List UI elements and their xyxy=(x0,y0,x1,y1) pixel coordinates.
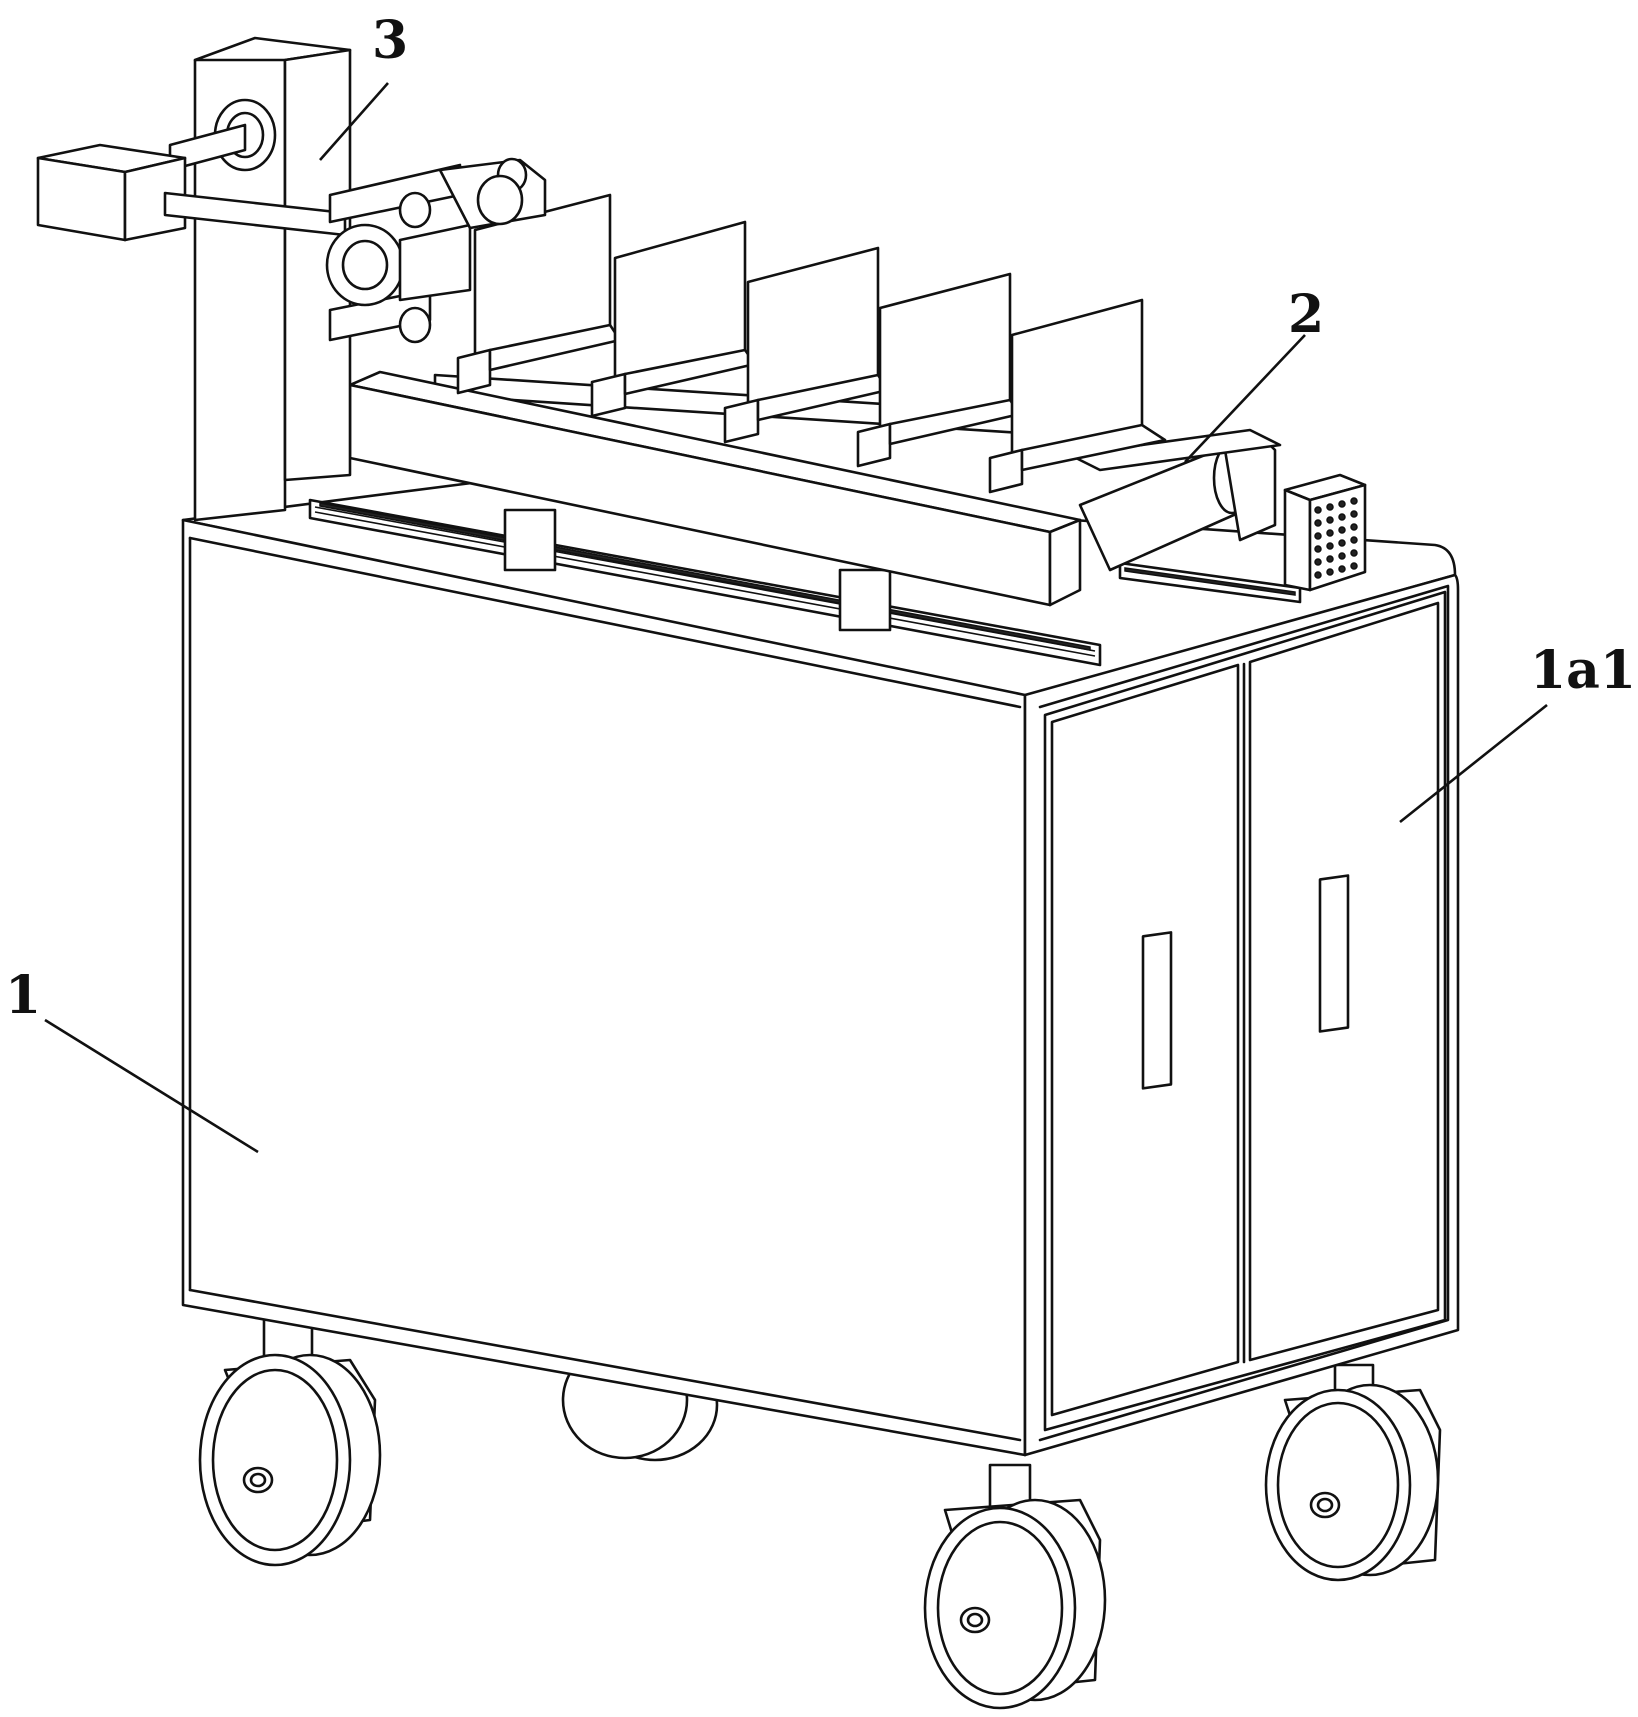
perforation-hole xyxy=(1326,542,1334,550)
perforation-hole xyxy=(1314,558,1322,566)
label-cabinet-door: 1a1 xyxy=(1530,640,1636,701)
perforation-hole xyxy=(1314,532,1322,540)
perforation-hole xyxy=(1326,529,1334,537)
perforation-hole xyxy=(1314,519,1322,527)
label-clamp-mechanism: 3 xyxy=(372,10,408,71)
cabinet-doors xyxy=(1043,590,1447,1432)
perforation-hole xyxy=(1314,571,1322,579)
perforation-hole xyxy=(1350,523,1358,531)
perforation-hole xyxy=(1338,552,1346,560)
perforation-hole xyxy=(1350,549,1358,557)
perforation-hole xyxy=(1338,526,1346,534)
perforation-hole xyxy=(1350,510,1358,518)
front-middle-caster xyxy=(923,1463,1107,1710)
perforation-hole xyxy=(1314,545,1322,553)
perforation-hole xyxy=(1326,568,1334,576)
label-cart-body: 1 xyxy=(5,965,41,1026)
perforation-hole xyxy=(1350,562,1358,570)
perforation-hole xyxy=(1350,536,1358,544)
perforation-hole xyxy=(1350,497,1358,505)
front-right-caster xyxy=(1264,1363,1442,1582)
clamp-mechanism xyxy=(36,36,547,522)
perforation-hole xyxy=(1326,516,1334,524)
perforation-hole xyxy=(1326,555,1334,563)
perforation-hole xyxy=(1338,565,1346,573)
perforation-hole xyxy=(1338,500,1346,508)
perforation-hole xyxy=(1338,513,1346,521)
perforation-hole xyxy=(1338,539,1346,547)
perforation-hole xyxy=(1326,503,1334,511)
leader-lines xyxy=(44,82,1548,1154)
partition-plates xyxy=(456,193,1167,494)
label-conveyor: 2 xyxy=(1288,284,1324,345)
front-left-caster xyxy=(198,1303,382,1567)
perforation-hole xyxy=(1314,506,1322,514)
perforated-block xyxy=(1283,473,1367,592)
